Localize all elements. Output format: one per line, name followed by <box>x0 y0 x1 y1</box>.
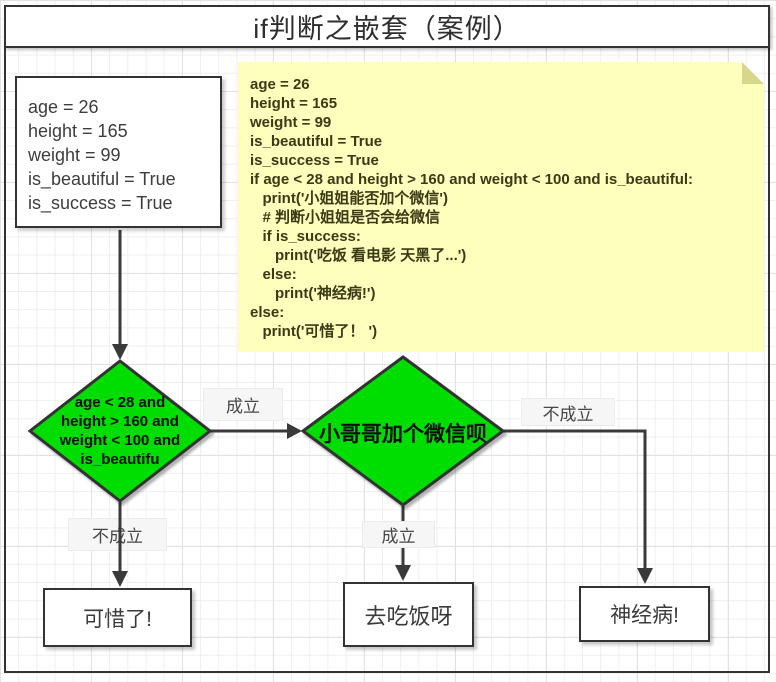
note-code-line: print('神经病!') <box>250 285 376 302</box>
code-line: is_beautiful = True <box>28 169 176 189</box>
arrow-cond2-to-crazy <box>503 429 653 584</box>
condition2-diamond <box>300 355 506 507</box>
page-title: if判断之嵌套（案例） <box>253 14 521 44</box>
condition1-diamond <box>27 359 213 503</box>
note-code-line: is_success = True <box>250 152 379 169</box>
note-code-line: print('小姐姐能否加个微信') <box>250 190 448 207</box>
note-code-line: is_beautiful = True <box>250 133 383 150</box>
note-code-line: if is_success: <box>250 228 361 245</box>
result-box-regret: 可惜了! <box>43 588 192 647</box>
edge-label-cond2-true: 成立 <box>362 521 435 548</box>
result-box-crazy: 神经病! <box>579 586 710 642</box>
condition1-label: age < 28 and height > 160 and weight < 1… <box>32 393 208 469</box>
note-code-line: print('吃饭 看电影 天黑了...') <box>250 247 467 264</box>
note-code-line: else: <box>250 266 297 283</box>
code-line: height = 165 <box>28 121 128 141</box>
variables-box: age = 26 height = 165 weight = 99 is_bea… <box>15 76 222 228</box>
arrow-vars-to-cond1 <box>112 230 128 360</box>
condition1-line: age < 28 and <box>74 394 166 411</box>
condition1-line: height > 160 and <box>61 413 179 430</box>
condition2-label: 小哥哥加个微信呗 <box>319 423 487 446</box>
note-code-line: height = 165 <box>250 95 338 112</box>
edge-label-cond2-false: 不成立 <box>521 398 615 426</box>
note-code-line: age = 26 <box>250 76 310 93</box>
note-code-line: weight = 99 <box>250 114 332 131</box>
arrow-cond1-to-regret <box>112 501 128 587</box>
condition1-line: weight < 100 and <box>59 432 181 449</box>
code-line: age = 26 <box>28 97 99 117</box>
note-code-line: else: <box>250 304 285 321</box>
note-code-line: print('可惜了！ ') <box>250 323 378 340</box>
edge-label-cond1-false: 不成立 <box>68 518 167 551</box>
arrow-cond1-to-cond2 <box>210 423 302 439</box>
result-box-eat: 去吃饭呀 <box>343 582 474 647</box>
code-note: age = 26 height = 165 weight = 99 is_bea… <box>238 62 764 352</box>
note-code-line: if age < 28 and height > 160 and weight … <box>250 171 694 188</box>
condition1-line: is_beautifu <box>80 451 160 468</box>
code-line: weight = 99 <box>28 145 121 165</box>
code-line: is_success = True <box>28 193 173 213</box>
title-bar: if判断之嵌套（案例） <box>4 5 770 48</box>
edge-label-cond1-true: 成立 <box>203 388 283 421</box>
note-code-line: # 判断小姐姐是否会给微信 <box>250 209 441 226</box>
